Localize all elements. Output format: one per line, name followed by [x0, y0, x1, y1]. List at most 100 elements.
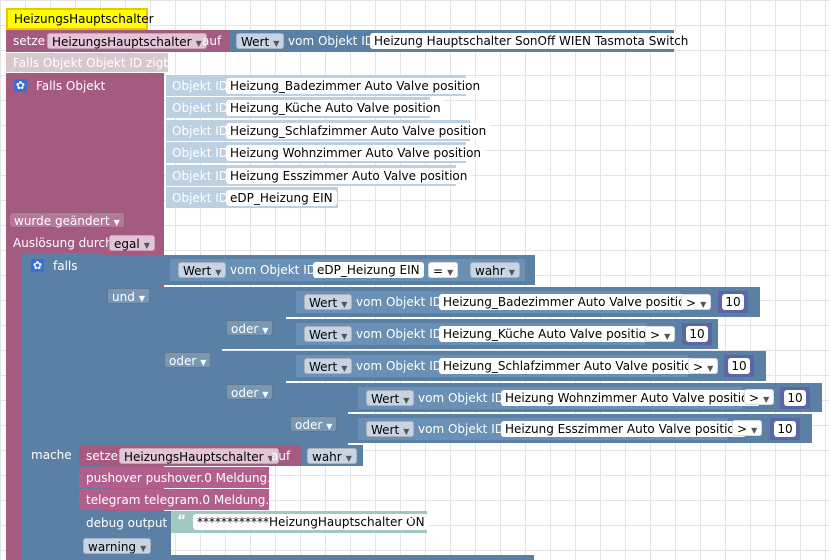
compare-block[interactable]: Wert▼ vom Objekt ID Heizung Wohnzimmer A… [348, 383, 822, 412]
logic-oder-block[interactable]: oder▼ [286, 383, 348, 445]
object-id-field[interactable]: eDP_Heizung EIN [226, 190, 337, 206]
logic-und-block[interactable]: und▼ [104, 255, 160, 445]
get-value-block[interactable]: Wert▼ vom Objekt ID eDP_Heizung EIN =▼ w… [170, 259, 525, 281]
operator-dropdown[interactable]: >▼ [681, 294, 712, 310]
falls-label: falls [53, 259, 78, 273]
logic-oder-block[interactable]: oder▼ [222, 351, 286, 445]
number-field[interactable]: 10 [784, 390, 806, 406]
objekt-id-block[interactable]: Objekt ID Heizung Wohnzimmer Auto Valve … [166, 142, 486, 163]
get-value-block[interactable]: Wert▼ vom Objekt ID Heizung_Schlafzimmer… [296, 355, 704, 377]
oder-dropdown[interactable]: oder▼ [226, 384, 274, 400]
wert-dropdown[interactable]: Wert▼ [304, 358, 353, 374]
wert-dropdown[interactable]: Wert▼ [366, 421, 415, 437]
bool-block[interactable]: wahr▼ [301, 445, 363, 466]
object-id-field[interactable]: Heizung Wohnzimmer Auto Valve position [226, 145, 486, 161]
get-value-block[interactable]: Wert▼ vom Objekt ID Heizung Esszimmer Au… [358, 418, 747, 440]
get-value-block[interactable]: Wert▼ vom Objekt ID Heizung Wohnzimmer A… [358, 387, 761, 409]
vom-objekt-label: vom Objekt ID [288, 34, 374, 48]
variable-dropdown[interactable]: HeizungsHauptschalter▼ [47, 33, 207, 49]
compare-block[interactable]: Wert▼ vom Objekt ID eDP_Heizung EIN =▼ w… [160, 255, 535, 285]
chevron-down-icon: ▼ [508, 268, 515, 277]
open-quote-icon: “ [177, 513, 187, 529]
object-id-field[interactable]: Heizung Esszimmer Auto Valve position [501, 421, 747, 437]
comment-block[interactable]: Falls Objekt Objekt ID zigb... [6, 53, 182, 72]
object-id-field[interactable]: Heizung_Badezimmer Auto Valve position [226, 78, 485, 94]
number-block[interactable]: 10 [718, 291, 748, 313]
number-field[interactable]: 10 [728, 358, 750, 374]
objekt-id-block[interactable]: Objekt ID eDP_Heizung EIN [166, 187, 338, 208]
setze-label: setze [86, 449, 119, 463]
object-id-field[interactable]: Heizung Wohnzimmer Auto Valve position [501, 390, 761, 406]
logic-oder-block[interactable]: oder▼ [160, 287, 222, 445]
object-id-field[interactable]: eDP_Heizung EIN [313, 262, 424, 278]
object-id-field[interactable]: Heizung Esszimmer Auto Valve position [226, 168, 472, 184]
setze-variable-block[interactable]: setze HeizungsHauptschalter▼ auf [6, 30, 230, 52]
bool-dropdown[interactable]: wahr▼ [307, 448, 357, 464]
oder-dropdown[interactable]: oder▼ [164, 352, 212, 368]
operator-dropdown[interactable]: >▼ [688, 358, 719, 374]
change-type-dropdown[interactable]: wurde geändert▼ [9, 212, 125, 228]
compare-block[interactable]: Wert▼ vom Objekt ID Heizung_Badezimmer A… [286, 287, 760, 317]
ausloesung-label: Auslösung durch [13, 236, 113, 250]
objekt-id-block[interactable]: Objekt ID Heizung_Küche Auto Valve posit… [166, 97, 445, 118]
get-value-block[interactable]: Wert▼ vom Objekt ID Heizung Hauptschalte… [230, 30, 693, 52]
objekt-id-block[interactable]: Objekt ID Heizung_Schlafzimmer Auto Valv… [166, 120, 491, 141]
objekt-id-block[interactable]: Objekt ID Heizung Esszimmer Auto Valve p… [166, 165, 472, 186]
operator-dropdown[interactable]: >▼ [744, 389, 775, 405]
wert-dropdown[interactable]: Wert▼ [304, 326, 353, 342]
chevron-down-icon: ▼ [341, 300, 348, 309]
number-block[interactable]: 10 [724, 355, 754, 377]
compare-block[interactable]: Wert▼ vom Objekt ID Heizung Esszimmer Au… [348, 414, 812, 443]
logic-oder-block[interactable]: oder▼ [222, 287, 286, 349]
vom-objekt-label: vom Objekt ID [356, 295, 442, 309]
log-level-dropdown[interactable]: warning▼ [83, 538, 152, 554]
text-block[interactable]: “ ************HeizungHauptschalter ON ” [171, 511, 429, 533]
setze-variable-block[interactable]: setze HeizungsHauptschalter▼ auf [79, 445, 301, 466]
compare-block[interactable]: Wert▼ vom Objekt ID Heizung_Schlafzimmer… [286, 351, 766, 381]
number-field[interactable]: 10 [722, 294, 744, 310]
vom-objekt-label: vom Objekt ID [356, 359, 442, 373]
operator-dropdown[interactable]: >▼ [645, 326, 676, 342]
object-id-field[interactable]: Heizung_Küche Auto Valve position [439, 326, 658, 342]
object-id-field[interactable]: Heizung_Badezimmer Auto Valve position [439, 294, 698, 310]
operator-dropdown[interactable]: =▼ [428, 262, 459, 278]
objekt-id-block[interactable]: Objekt ID Heizung_Badezimmer Auto Valve … [166, 75, 485, 96]
object-id-field[interactable]: Heizung_Schlafzimmer Auto Valve position [226, 123, 491, 139]
comment-text: Falls Objekt Objekt ID zigb... [13, 56, 183, 70]
telegram-block[interactable]: telegram telegram.0 Meldung... [79, 489, 277, 510]
objekt-id-label: Objekt ID [172, 191, 229, 205]
number-block[interactable]: 10 [780, 387, 810, 409]
number-block[interactable]: 10 [682, 323, 712, 345]
pushover-block[interactable]: pushover pushover.0 Meldung... [79, 467, 279, 488]
debug-text-field[interactable]: ************HeizungHauptschalter ON [193, 514, 429, 530]
wert-dropdown[interactable]: Wert▼ [304, 294, 353, 310]
event-hat-block[interactable]: HeizungsHauptschalter [6, 8, 154, 30]
bool-dropdown[interactable]: wahr▼ [470, 262, 520, 278]
ausloesung-dropdown[interactable]: egal▼ [109, 235, 155, 251]
und-dropdown[interactable]: und▼ [107, 288, 150, 304]
number-field[interactable]: 10 [686, 326, 708, 342]
number-block[interactable]: 10 [770, 418, 800, 440]
get-value-block[interactable]: Wert▼ vom Objekt ID Heizung_Badezimmer A… [296, 291, 698, 313]
object-id-field[interactable]: Heizung Hauptschalter SonOff WIEN Tasmot… [370, 33, 693, 49]
oder-dropdown[interactable]: oder▼ [290, 416, 338, 432]
chevron-down-icon: ▼ [138, 294, 145, 303]
auf-label: auf [271, 449, 291, 463]
wert-dropdown[interactable]: Wert▼ [236, 33, 285, 49]
wert-dropdown[interactable]: Wert▼ [178, 262, 227, 278]
number-field[interactable]: 10 [774, 421, 796, 437]
object-id-field[interactable]: Heizung_Küche Auto Valve position [226, 100, 445, 116]
debug-output-block[interactable]: debug output warning▼ [79, 511, 171, 557]
falls-objekt-label: Falls Objekt [36, 79, 106, 93]
vom-objekt-label: vom Objekt ID [418, 422, 504, 436]
gear-icon[interactable]: ✿ [14, 79, 27, 92]
object-id-field[interactable]: Heizung_Schlafzimmer Auto Valve position [439, 358, 704, 374]
wert-dropdown[interactable]: Wert▼ [366, 390, 415, 406]
get-value-block[interactable]: Wert▼ vom Objekt ID Heizung_Küche Auto V… [296, 323, 658, 345]
oder-dropdown[interactable]: oder▼ [226, 320, 274, 336]
operator-dropdown[interactable]: >▼ [732, 420, 763, 436]
gear-icon[interactable]: ✿ [31, 259, 44, 272]
variable-dropdown[interactable]: HeizungsHauptschalter▼ [119, 448, 279, 464]
compare-block[interactable]: Wert▼ vom Objekt ID Heizung_Küche Auto V… [286, 319, 718, 349]
if-block-bottom [104, 555, 534, 560]
